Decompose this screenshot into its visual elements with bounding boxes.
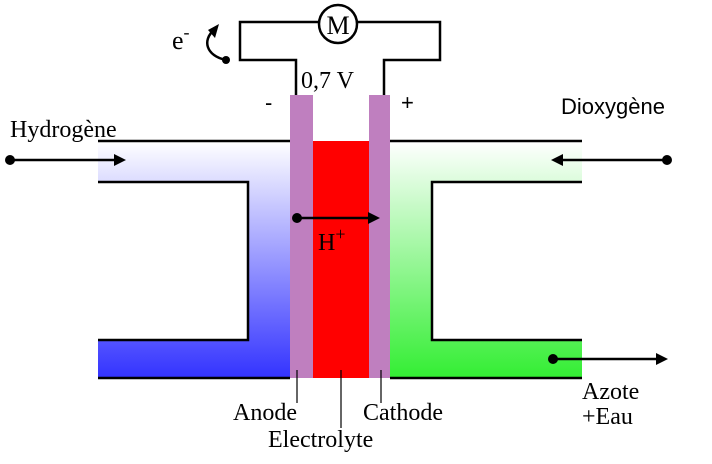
electron-flow-arrow (206, 29, 227, 62)
hydrogen-channel (98, 141, 290, 378)
anode-label: Anode (233, 400, 297, 426)
plus-sign: + (401, 90, 414, 115)
oxygen-inlet-arrowhead (551, 154, 563, 166)
voltage-label: 0,7 V (301, 68, 355, 94)
hydrogen-inlet-dot (5, 155, 15, 165)
proton-charge: + (335, 224, 345, 244)
proton-label: H+ (318, 224, 346, 256)
hydrogen-channel-outline (98, 139, 290, 380)
proton-arrow-dot (292, 213, 302, 223)
minus-sign: - (265, 90, 272, 115)
motor (317, 3, 359, 45)
electron-arrow-dot (222, 56, 230, 64)
proton-symbol: H (318, 230, 335, 256)
electron-label: e- (172, 22, 190, 55)
oxygen-label: Dioxygène (561, 94, 665, 119)
electrolyte-label: Electrolyte (268, 427, 373, 453)
motor-label: M (326, 11, 349, 40)
electrolyte (313, 141, 369, 378)
oxygen-channel-outline (390, 139, 582, 380)
electron-symbol: e (172, 26, 184, 55)
proton-arrowhead (368, 212, 380, 224)
cathode-label: Cathode (363, 400, 443, 426)
anode-electrode (290, 95, 313, 378)
exhaust-arrowhead (656, 353, 668, 365)
oxygen-inlet-dot (662, 155, 672, 165)
hydrogen-inlet-arrowhead (114, 154, 126, 166)
electron-arrow-head (208, 24, 219, 38)
oxygen-channel (390, 141, 582, 378)
hydrogen-label: Hydrogène (10, 117, 117, 143)
electron-charge: - (184, 22, 190, 42)
exhaust-arrow-dot (548, 354, 558, 364)
external-circuit-wire (238, 20, 442, 95)
cathode-electrode (369, 95, 390, 378)
exhaust-label-line1: Azote (582, 379, 639, 405)
exhaust-label-line2: +Eau (582, 404, 633, 430)
